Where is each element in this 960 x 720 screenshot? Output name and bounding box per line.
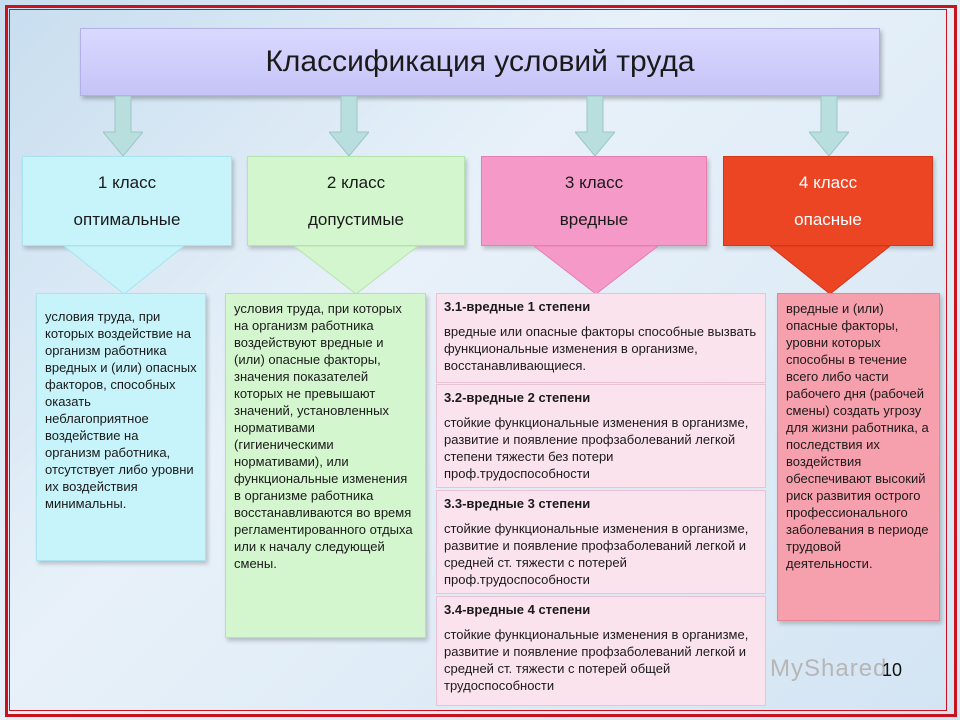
class-3-box: 3 класс вредные	[481, 156, 707, 246]
class-1-number: 1 класс	[97, 173, 157, 192]
class-4-arrow-icon	[770, 246, 890, 294]
down-arrow-icon	[575, 96, 615, 156]
harmful-degree-4-title: 3.4-вредные 4 степени	[444, 602, 591, 617]
class-1-name: оптимальные	[73, 210, 181, 229]
page-number: 10	[882, 660, 903, 680]
class-2-number: 2 класс	[326, 173, 386, 192]
down-arrow-icon	[809, 96, 849, 156]
class-1-description: условия труда, при которых воздействие н…	[36, 293, 206, 561]
class-4-number: 4 класс	[798, 173, 858, 192]
class-1-box: 1 класс оптимальные	[22, 156, 232, 246]
harmful-degree-2-title: 3.2-вредные 2 степени	[444, 390, 591, 405]
class-2-box: 2 класс допустимые	[247, 156, 465, 246]
diagram-title: Классификация условий труда	[80, 28, 880, 96]
slide-frame	[5, 5, 957, 717]
harmful-degree-3-title: 3.3-вредные 3 степени	[444, 496, 591, 511]
harmful-degree-2: 3.2-вредные 2 степени стойкие функционал…	[436, 384, 766, 488]
down-arrow-icon	[103, 96, 143, 156]
class-4-name: опасные	[794, 210, 862, 229]
class-4-box: 4 класс опасные	[723, 156, 933, 246]
harmful-degree-4-text: стойкие функциональные изменения в орган…	[444, 627, 749, 693]
harmful-degree-4: 3.4-вредные 4 степени стойкие функционал…	[436, 596, 766, 706]
class-3-name: вредные	[559, 210, 629, 229]
harmful-degree-1: 3.1-вредные 1 степени вредные или опасны…	[436, 293, 766, 383]
class-4-description: вредные и (или) опасные факторы, уровни …	[777, 293, 940, 621]
class-2-arrow-icon	[294, 246, 418, 294]
class-2-name: допустимые	[307, 210, 405, 229]
down-arrow-icon	[329, 96, 369, 156]
harmful-degree-2-text: стойкие функциональные изменения в орган…	[444, 415, 749, 481]
class-2-description: условия труда, при которых на организм р…	[225, 293, 426, 638]
harmful-degree-1-text: вредные или опасные факторы способные вы…	[444, 324, 757, 373]
title-text: Классификация условий труда	[265, 45, 695, 78]
slide-frame-inner	[9, 9, 947, 711]
class-3-arrow-icon	[534, 246, 658, 294]
class-3-number: 3 класс	[564, 173, 624, 192]
watermark: MyShared	[770, 655, 888, 682]
harmful-degree-3: 3.3-вредные 3 степени стойкие функционал…	[436, 490, 766, 594]
harmful-degree-1-title: 3.1-вредные 1 степени	[444, 299, 591, 314]
class-1-arrow-icon	[64, 246, 184, 294]
harmful-degree-3-text: стойкие функциональные изменения в орган…	[444, 521, 749, 587]
